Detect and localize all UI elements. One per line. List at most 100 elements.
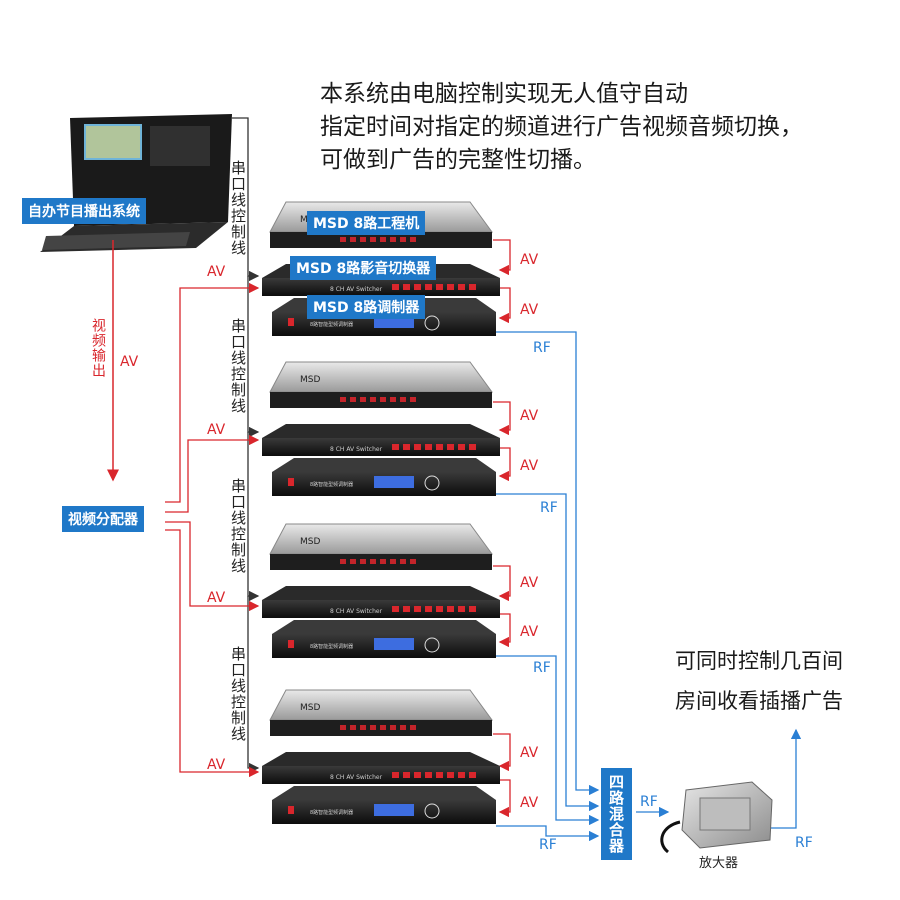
serial-label-1: 串口线控制线: [229, 160, 247, 256]
combiner-label: 四路混合器: [601, 768, 632, 860]
amplifier-label: 放大器: [699, 856, 739, 871]
video-output-label: 视频输出: [90, 318, 106, 378]
engineering-led-1: [410, 237, 416, 242]
modulator-top-4: [272, 786, 496, 800]
switcher-button-2: [425, 444, 432, 450]
rf-label-6: RF: [795, 835, 813, 851]
engineering-led-2: [400, 397, 406, 402]
switcher-button-3: [414, 606, 421, 612]
headline-line-1: 本系统由电脑控制实现无人值守自动: [320, 81, 688, 107]
switcher-face-text-3: 8 CH AV Switcher: [330, 608, 383, 615]
engineering-led-3: [390, 559, 396, 564]
switcher-button-2: [436, 444, 443, 450]
engineering-led-2: [350, 397, 356, 402]
engineering-led-1: [390, 237, 396, 242]
switcher-button-4: [425, 772, 432, 778]
switcher-face-text-1: 8 CH AV Switcher: [330, 286, 383, 293]
switcher-button-2: [447, 444, 454, 450]
rf-label-1: RF: [533, 340, 551, 356]
av-label-right-1: AV: [520, 252, 539, 268]
headline-line-2: 指定时间对指定的频道进行广告视频音频切换，: [320, 114, 803, 140]
modulator-knob-3: [424, 637, 440, 653]
av-label-left-2: AV: [207, 422, 226, 438]
switcher-button-4: [469, 772, 476, 778]
engineering-led-4: [350, 725, 356, 730]
engineering-brand-4: MSD: [300, 703, 320, 713]
splitter-label: 视频分配器: [62, 506, 144, 532]
engineering-led-3: [380, 559, 386, 564]
switcher-button-1: [403, 284, 410, 290]
engineering-brand-3: MSD: [300, 537, 320, 547]
switcher-button-3: [436, 606, 443, 612]
switcher-button-2: [392, 444, 399, 450]
switcher-top-4: [262, 752, 500, 766]
av-loop-lines: [493, 239, 511, 818]
switcher-button-2: [403, 444, 410, 450]
modulator-power-3: [288, 640, 294, 648]
serial-label-2: 串口线控制线: [229, 318, 247, 414]
engineering-led-3: [400, 559, 406, 564]
engineering-led-2: [340, 397, 346, 402]
av-label-right-6: AV: [520, 624, 539, 640]
av-label-left-4: AV: [207, 757, 226, 773]
headline-line-3: 可做到广告的完整性切播。: [320, 147, 596, 173]
switcher-front-4: [262, 766, 500, 784]
switcher-button-4: [436, 772, 443, 778]
modulator-top-2: [272, 458, 496, 472]
switcher-button-4: [414, 772, 421, 778]
engineering-led-3: [350, 559, 356, 564]
av-label-right-2: AV: [520, 302, 539, 318]
switcher-button-2: [469, 444, 476, 450]
switcher-button-3: [469, 606, 476, 612]
switcher-button-4: [403, 772, 410, 778]
switcher-top-3: [262, 586, 500, 600]
av-label-left-3: AV: [207, 590, 226, 606]
engineering-brand-2: MSD: [300, 375, 320, 385]
av-label-left-1: AV: [207, 264, 226, 280]
serial-label-3: 串口线控制线: [229, 478, 247, 574]
modulator-knob-4: [424, 803, 440, 819]
switcher-front-2: [262, 438, 500, 456]
modulator-display-4: [374, 804, 414, 816]
engineering-led-2: [390, 397, 396, 402]
modulator-power-1: [288, 318, 294, 326]
engineering-led-4: [340, 725, 346, 730]
unit-label-engineering: MSD 8路工程机: [307, 211, 426, 235]
engineering-led-4: [400, 725, 406, 730]
switcher-button-4: [458, 772, 465, 778]
switcher-button-3: [403, 606, 410, 612]
switcher-front-3: [262, 600, 500, 618]
rf-label-5: RF: [640, 794, 658, 810]
modulator-top-3: [272, 620, 496, 634]
switcher-button-1: [458, 284, 465, 290]
switcher-button-3: [447, 606, 454, 612]
rf-label-3: RF: [533, 660, 551, 676]
switcher-button-3: [425, 606, 432, 612]
switcher-button-1: [469, 284, 476, 290]
engineering-led-2: [370, 397, 376, 402]
engineering-led-4: [370, 725, 376, 730]
switcher-button-3: [392, 606, 399, 612]
modulator-face-text-2: 8路智能型频调制器: [310, 481, 353, 488]
engineering-led-3: [340, 559, 346, 564]
modulator-power-2: [288, 478, 294, 486]
switcher-button-2: [414, 444, 421, 450]
av-label-right-4: AV: [520, 458, 539, 474]
engineering-led-3: [370, 559, 376, 564]
av-label-right-7: AV: [520, 745, 539, 761]
side-text-line-1: 可同时控制几百间: [675, 649, 843, 673]
modulator-knob-2: [424, 475, 440, 491]
modulator-knob-1: [424, 315, 440, 331]
modulator-face-text-4: 8路智能型频调制器: [310, 809, 353, 816]
modulator-face-text-1: 8路智能型频调制器: [310, 321, 353, 328]
rf-lines: [496, 331, 802, 842]
modulator-face-text-3: 8路智能型频调制器: [310, 643, 353, 650]
switcher-button-1: [414, 284, 421, 290]
av-label-right-3: AV: [520, 408, 539, 424]
computer-label: 自办节目播出系统: [22, 198, 146, 224]
switcher-button-1: [425, 284, 432, 290]
engineering-led-1: [340, 237, 346, 242]
switcher-button-1: [436, 284, 443, 290]
modulator-display-2: [374, 476, 414, 488]
